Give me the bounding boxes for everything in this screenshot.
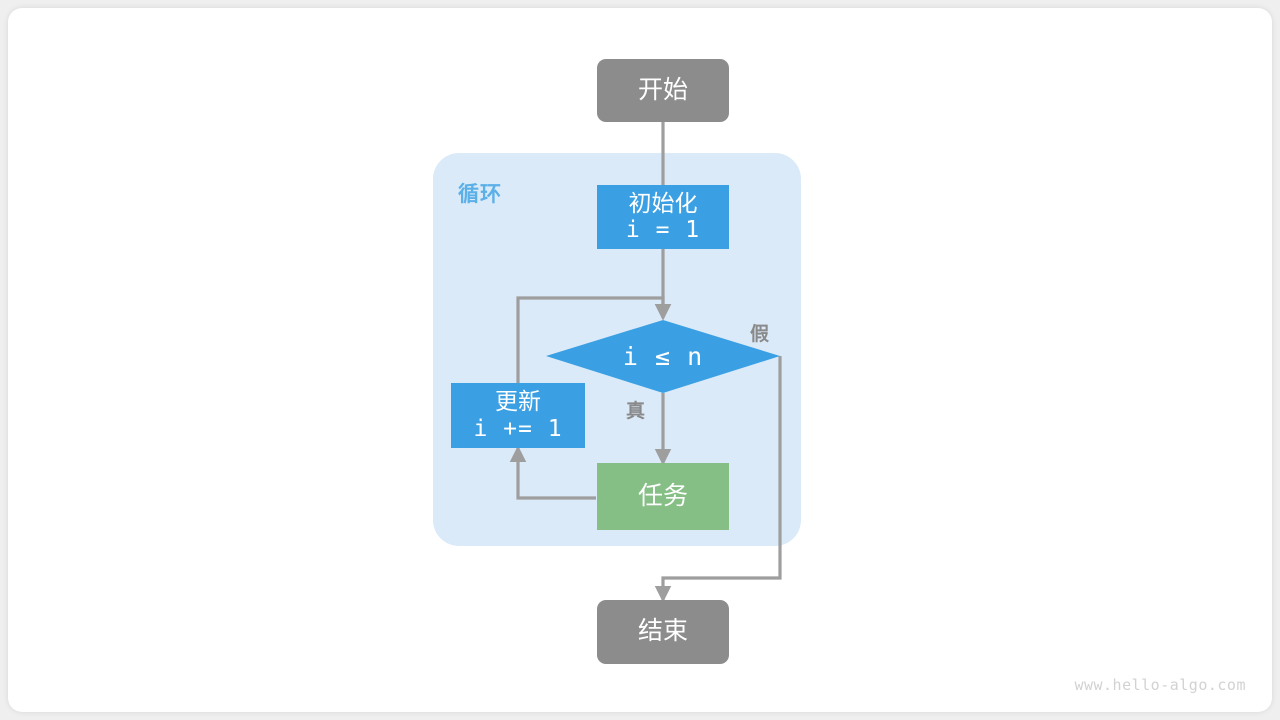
edge-condition-false-to-end — [654, 356, 782, 603]
node-update[interactable]: 更新 i += 1 — [451, 383, 585, 448]
node-task-label: 任务 — [637, 481, 688, 510]
diagram-card: 循环 开始 初始化 i = 1 i ≤ — [8, 8, 1272, 712]
node-end[interactable]: 结束 — [597, 600, 729, 664]
edge-label-true: 真 — [626, 401, 646, 422]
flowchart-stage: 循环 开始 初始化 i = 1 i ≤ — [8, 8, 1272, 712]
node-init[interactable]: 初始化 i = 1 — [597, 185, 729, 249]
node-task[interactable]: 任务 — [597, 463, 729, 530]
node-start-label: 开始 — [637, 75, 688, 104]
edges-layer — [509, 122, 782, 603]
node-init-label-line2: i = 1 — [625, 217, 701, 243]
node-init-label-line1: 初始化 — [628, 189, 698, 216]
node-condition-label: i ≤ n — [622, 341, 704, 371]
edge-task-to-update — [509, 445, 596, 500]
condition-diamond-shape — [546, 320, 780, 393]
watermark: www.hello-algo.com — [1074, 676, 1246, 694]
node-condition[interactable]: i ≤ n — [564, 320, 762, 393]
edge-label-false: 假 — [750, 324, 770, 345]
node-update-label-line1: 更新 — [495, 388, 541, 415]
node-update-label-line2: i += 1 — [473, 415, 563, 442]
node-end-label: 结束 — [637, 617, 688, 646]
edge-update-to-condition — [516, 296, 672, 383]
loop-group-label: 循环 — [458, 183, 502, 206]
node-start[interactable]: 开始 — [597, 59, 729, 122]
